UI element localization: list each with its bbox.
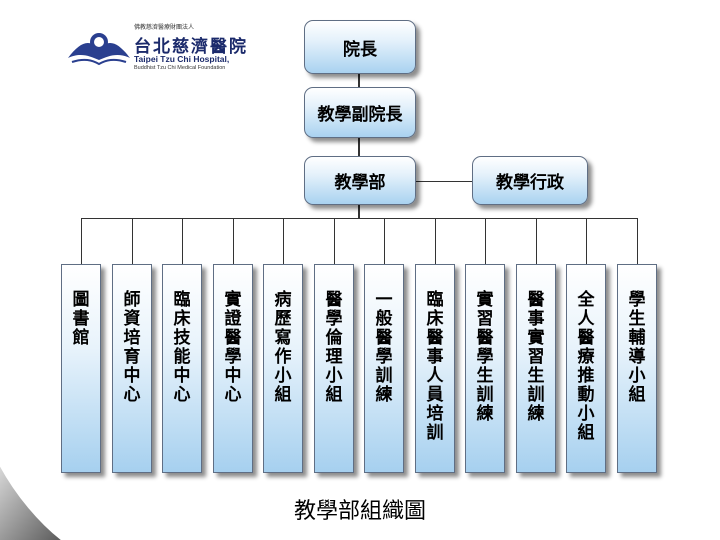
page-curl-decoration xyxy=(0,465,63,540)
connector-drop xyxy=(485,218,486,264)
department-label: 病歷寫作小組 xyxy=(274,290,292,405)
connector-drop xyxy=(536,218,537,264)
department-label: 實習醫學生訓練 xyxy=(476,290,494,424)
foundation-label: 佛教慈濟醫療財團法人 xyxy=(134,24,195,31)
teaching-department-node: 教學部 xyxy=(304,156,416,205)
hospital-logo: 佛教慈濟醫療財團法人 台北慈濟醫院 Taipei Tzu Chi Hospita… xyxy=(66,20,246,82)
department-box: 實證醫學中心 xyxy=(213,264,253,473)
department-label: 醫事實習生訓練 xyxy=(527,290,545,424)
department-label: 全人醫療推動小組 xyxy=(577,290,595,443)
connector-drop xyxy=(182,218,183,264)
department-box: 一般醫學訓練 xyxy=(364,264,404,473)
teaching-department-label: 教學部 xyxy=(334,173,386,193)
department-label: 醫學倫理小組 xyxy=(325,290,343,405)
department-box: 醫事實習生訓練 xyxy=(516,264,556,473)
department-box: 醫學倫理小組 xyxy=(314,264,354,473)
connector-horizontal-bus xyxy=(81,218,638,219)
department-box: 全人醫療推動小組 xyxy=(566,264,606,473)
connector-drop xyxy=(384,218,385,264)
department-label: 學生輔導小組 xyxy=(628,290,646,405)
department-box: 師資培育中心 xyxy=(112,264,152,473)
department-box: 圖書館 xyxy=(61,264,101,473)
foundation-name-english: Buddhist Tzu Chi Medical Foundation xyxy=(134,65,226,71)
president-node: 院長 xyxy=(304,20,416,74)
vice-president-label: 教學副院長 xyxy=(317,105,403,125)
department-box: 學生輔導小組 xyxy=(617,264,657,473)
department-label: 一般醫學訓練 xyxy=(375,290,393,405)
connector-drop xyxy=(233,218,234,264)
connector-dept-admin xyxy=(416,181,472,182)
department-box: 臨床醫事人員培訓 xyxy=(415,264,455,473)
department-label: 臨床醫事人員培訓 xyxy=(426,290,444,443)
department-label: 臨床技能中心 xyxy=(173,290,191,405)
hospital-name-english: Taipei Tzu Chi Hospital, xyxy=(134,54,230,64)
connector-vp-dept xyxy=(358,138,360,156)
connector-president-vp xyxy=(358,74,360,87)
tzu-chi-emblem-icon xyxy=(68,33,130,66)
department-box: 實習醫學生訓練 xyxy=(465,264,505,473)
connector-drop xyxy=(334,218,335,264)
connector-drop xyxy=(81,218,82,264)
department-label: 圖書館 xyxy=(72,290,90,348)
connector-drop xyxy=(637,218,638,264)
department-label: 師資培育中心 xyxy=(123,290,141,405)
teaching-admin-label: 教學行政 xyxy=(496,173,564,193)
connector-drop xyxy=(435,218,436,264)
connector-drop xyxy=(132,218,133,264)
department-label: 實證醫學中心 xyxy=(224,290,242,405)
teaching-admin-node: 教學行政 xyxy=(472,156,588,205)
president-label: 院長 xyxy=(343,39,377,60)
diagram-caption: 教學部組織圖 xyxy=(293,499,426,524)
hospital-name-chinese: 台北慈濟醫院 xyxy=(134,37,248,57)
connector-dept-trunk xyxy=(358,205,360,219)
connector-drop xyxy=(586,218,587,264)
department-box: 臨床技能中心 xyxy=(162,264,202,473)
department-box: 病歷寫作小組 xyxy=(263,264,303,473)
vice-president-node: 教學副院長 xyxy=(304,87,416,138)
connector-drop xyxy=(283,218,284,264)
